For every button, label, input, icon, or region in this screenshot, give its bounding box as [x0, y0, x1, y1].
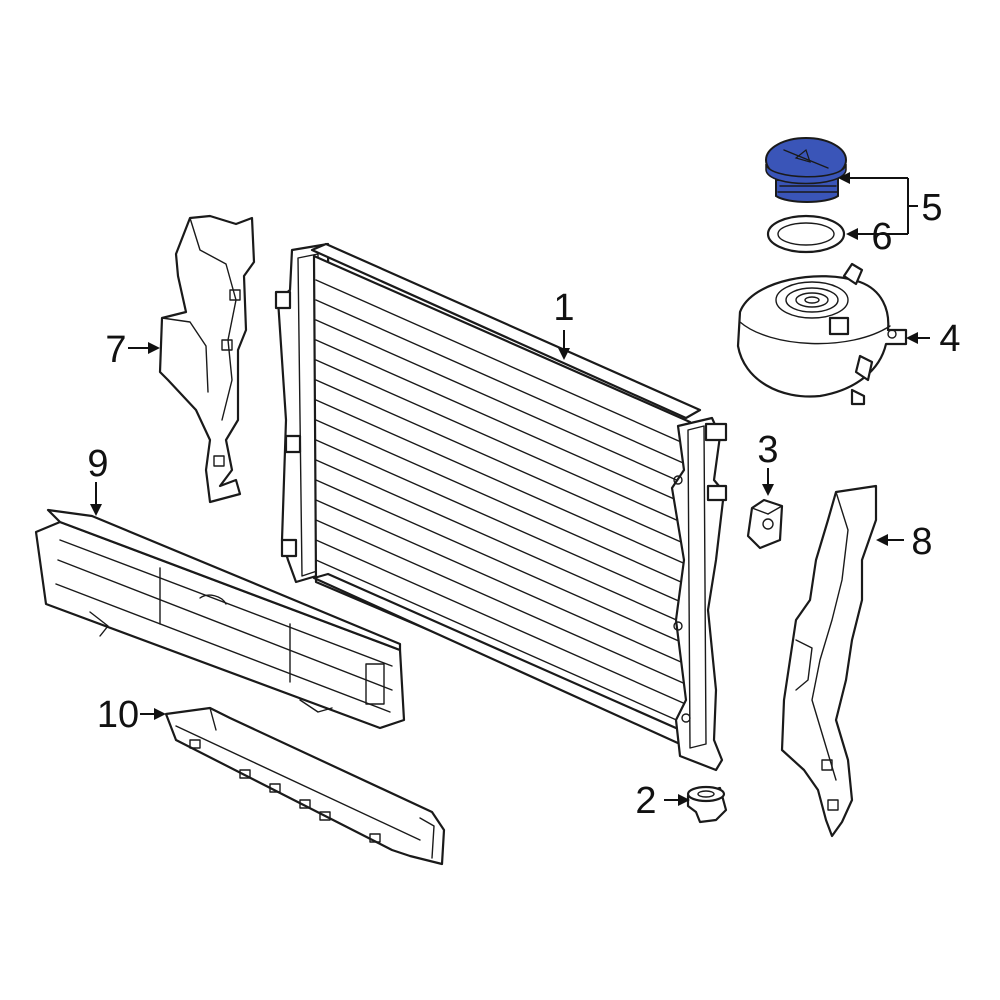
callout-9: 9 — [87, 443, 108, 485]
callout-1: 1 — [553, 287, 574, 329]
coolant-reservoir[interactable] — [736, 262, 908, 406]
callout-2: 2 — [635, 780, 656, 822]
radiator-core-tubes — [315, 279, 691, 727]
leader-5-6-bracket — [838, 172, 918, 240]
callout-8: 8 — [911, 521, 932, 563]
air-shutter-assembly[interactable] — [34, 508, 406, 730]
callout-3: 3 — [757, 429, 778, 471]
insulator-block[interactable] — [746, 498, 784, 550]
leader-9 — [90, 482, 102, 516]
callout-7: 7 — [105, 329, 126, 371]
leader-10 — [140, 708, 166, 720]
reservoir-cap[interactable] — [765, 137, 847, 203]
right-air-deflector[interactable] — [780, 484, 878, 838]
warning-triangle-icon — [794, 148, 811, 163]
callout-4: 4 — [939, 318, 960, 360]
leader-4 — [906, 332, 930, 344]
left-air-deflector[interactable] — [158, 214, 256, 504]
radiator-mount-bushing[interactable] — [686, 785, 728, 824]
lower-air-guide[interactable] — [164, 706, 446, 866]
callout-5: 5 — [921, 187, 942, 229]
cap-seal-o-ring[interactable] — [766, 214, 846, 254]
radiator[interactable] — [274, 242, 728, 772]
leader-2 — [664, 794, 690, 806]
leader-1 — [558, 330, 570, 360]
leader-8 — [876, 534, 904, 546]
leader-7 — [128, 342, 160, 354]
callout-6: 6 — [871, 216, 892, 258]
callout-10: 10 — [97, 694, 139, 736]
leader-3 — [762, 468, 774, 496]
